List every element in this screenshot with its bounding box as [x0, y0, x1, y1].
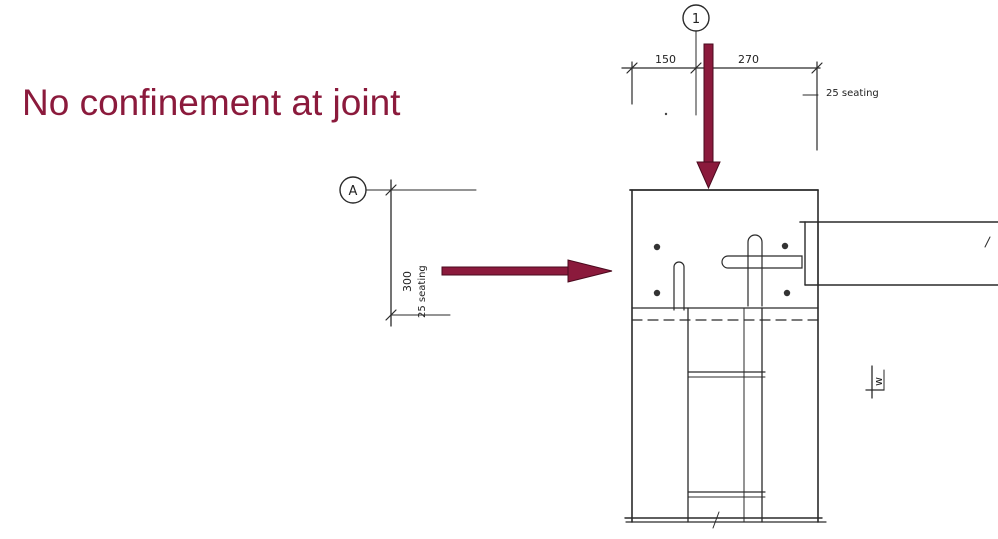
dim-270: 270 [738, 53, 759, 66]
beam-outline [799, 221, 998, 286]
grid-label-1: 1 [692, 12, 700, 27]
reinforcement-bars [653, 234, 803, 311]
top-seating-note: 25 seating [826, 88, 879, 99]
arrow-down [696, 43, 721, 190]
top-dimension-chain: 150 270 25 seating [621, 53, 879, 151]
arrow-right [441, 259, 613, 283]
dim-150: 150 [655, 53, 676, 66]
level-mark: w [865, 365, 885, 399]
grid-label-a: A [349, 184, 358, 199]
level-mark-label: w [872, 377, 885, 386]
side-seating-note: 25 seating [417, 265, 428, 318]
column-outline [624, 189, 827, 529]
dim-300: 300 [401, 271, 414, 292]
slide-title: No confinement at joint [22, 82, 401, 123]
grid-bubble-1: 1 [682, 4, 710, 116]
side-dimension: 300 25 seating [385, 179, 451, 327]
grid-bubble-a: A [339, 176, 477, 204]
